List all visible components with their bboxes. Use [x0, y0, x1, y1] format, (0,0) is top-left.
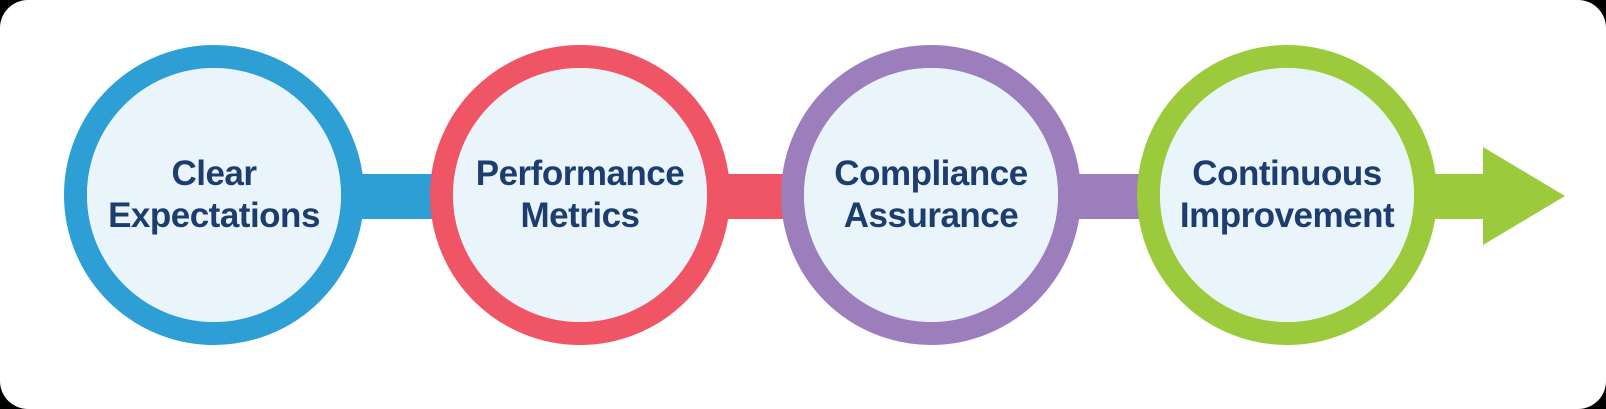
step-label-compliance-assurance: Compliance Assurance: [834, 154, 1028, 235]
step-circle-clear-expectations: Clear Expectations: [64, 45, 364, 345]
step-label-continuous-improvement: Continuous Improvement: [1179, 154, 1395, 235]
step-circle-continuous-improvement: Continuous Improvement: [1137, 45, 1437, 345]
step-label-clear-expectations: Clear Expectations: [108, 154, 320, 235]
step-circle-fill: Compliance Assurance: [804, 68, 1058, 322]
step-circle-performance-metrics: Performance Metrics: [430, 45, 730, 345]
step-circle-fill: Performance Metrics: [453, 68, 707, 322]
step-circle-fill: Continuous Improvement: [1160, 68, 1414, 322]
step-label-performance-metrics: Performance Metrics: [475, 154, 685, 235]
step-circle-compliance-assurance: Compliance Assurance: [781, 45, 1081, 345]
step-circle-fill: Clear Expectations: [87, 68, 341, 322]
flow-arrow-head: [1483, 147, 1565, 245]
